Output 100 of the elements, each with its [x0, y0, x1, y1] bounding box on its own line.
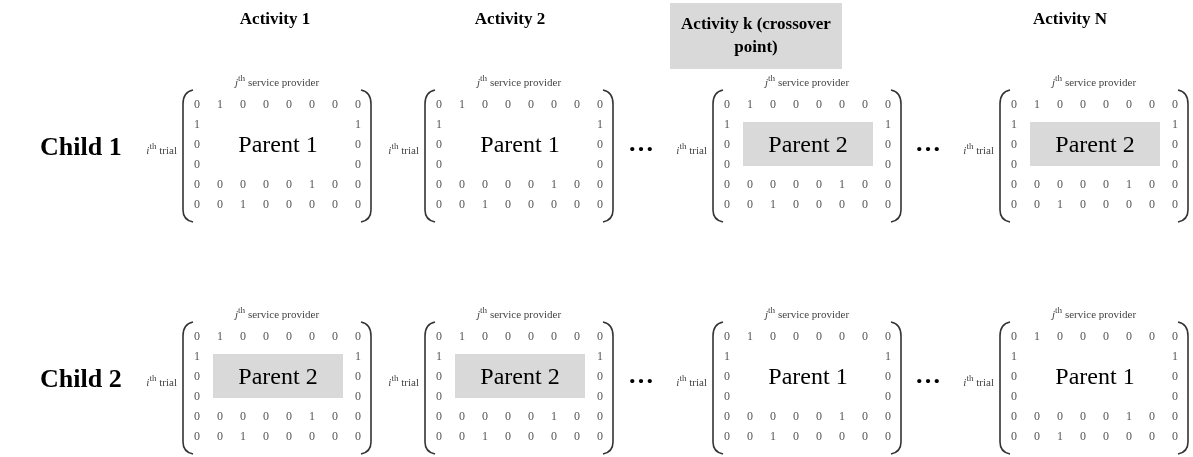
matrix-entry: 0: [1148, 198, 1156, 210]
matrix-entry: 0: [1102, 430, 1110, 442]
matrix-entry: 0: [1010, 178, 1018, 190]
column-axis-label: j$^{th}$ service provider: [1051, 74, 1137, 88]
matrix-entry: 0: [884, 178, 892, 190]
row-axis-label: i$^{th}$ trial: [146, 142, 177, 156]
matrix-entry: 0: [769, 330, 777, 342]
matrix-entry: 0: [262, 178, 270, 190]
matrix-entry: 0: [861, 330, 869, 342]
matrix-entry: 0: [354, 98, 362, 110]
matrix-entry: 1: [216, 98, 224, 110]
matrix-entry: 0: [1010, 98, 1018, 110]
row-axis-label: i$^{th}$ trial: [676, 374, 707, 388]
matrix-entry: 0: [723, 138, 731, 150]
column-heading: Activity 1: [239, 10, 311, 27]
matrix-entry: 0: [239, 330, 247, 342]
matrix-entry: 0: [792, 198, 800, 210]
matrix-entry: 0: [861, 198, 869, 210]
matrix-entry: 1: [1125, 178, 1133, 190]
matrix-entry: 1: [481, 430, 489, 442]
matrix-entry: 0: [1010, 138, 1018, 150]
matrix-entry: 0: [262, 410, 270, 422]
matrix-entry: 0: [239, 98, 247, 110]
matrix-entry: 1: [550, 410, 558, 422]
matrix-entry: 0: [550, 330, 558, 342]
matrix-entry: 0: [308, 98, 316, 110]
matrix-entry: 0: [573, 198, 581, 210]
ellipsis: …: [628, 130, 654, 156]
matrix-entry: 0: [769, 410, 777, 422]
matrix-entry: 1: [838, 178, 846, 190]
matrix-entry: 0: [435, 390, 443, 402]
matrix-entry: 0: [481, 178, 489, 190]
matrix-entry: 0: [331, 430, 339, 442]
matrix-entry: 0: [550, 430, 558, 442]
matrix-entry: 0: [354, 370, 362, 382]
column-axis-label: j$^{th}$ service provider: [476, 306, 562, 320]
matrix-entry: 0: [527, 410, 535, 422]
matrix-entry: 0: [285, 198, 293, 210]
matrix-entry: 0: [838, 98, 846, 110]
matrix-entry: 0: [285, 430, 293, 442]
matrix-entry: 0: [1171, 430, 1179, 442]
matrix-entry: 0: [1079, 430, 1087, 442]
matrix-entry: 0: [723, 178, 731, 190]
matrix-entry: 0: [331, 330, 339, 342]
matrix-entry: 0: [596, 98, 604, 110]
matrix-entry: 0: [769, 98, 777, 110]
matrix-entry: 0: [216, 430, 224, 442]
matrix-entry: 0: [723, 158, 731, 170]
matrix-entry: 0: [1171, 178, 1179, 190]
matrix-entry: 0: [354, 390, 362, 402]
matrix-entry: 0: [308, 430, 316, 442]
matrix-entry: 0: [1171, 390, 1179, 402]
matrix-entry: 0: [573, 410, 581, 422]
matrix-entry: 0: [884, 198, 892, 210]
matrix-entry: 1: [308, 178, 316, 190]
matrix-entry: 1: [1171, 118, 1179, 130]
matrix-entry: 0: [1010, 410, 1018, 422]
matrix-entry: 0: [1102, 410, 1110, 422]
parent-label-box: Parent 2: [455, 354, 585, 398]
matrix-entry: 0: [550, 98, 558, 110]
matrix-entry: 1: [239, 198, 247, 210]
column-axis-label: j$^{th}$ service provider: [476, 74, 562, 88]
matrix-entry: 0: [331, 178, 339, 190]
matrix-entry: 1: [435, 118, 443, 130]
matrix-entry: 0: [861, 98, 869, 110]
matrix-entry: 0: [815, 410, 823, 422]
matrix-entry: 0: [1102, 178, 1110, 190]
matrix-entry: 0: [596, 158, 604, 170]
matrix-entry: 0: [1125, 330, 1133, 342]
matrix-entry: 0: [746, 430, 754, 442]
matrix-entry: 1: [435, 350, 443, 362]
matrix-entry: 0: [193, 138, 201, 150]
matrix-entry: 0: [596, 178, 604, 190]
matrix-entry: 0: [193, 370, 201, 382]
matrix-entry: 0: [504, 178, 512, 190]
matrix-entry: 0: [1010, 370, 1018, 382]
matrix-entry: 0: [596, 330, 604, 342]
matrix-entry: 0: [458, 178, 466, 190]
matrix-entry: 0: [838, 330, 846, 342]
matrix-entry: 0: [354, 178, 362, 190]
matrix-entry: 0: [884, 410, 892, 422]
matrix-entry: 0: [792, 330, 800, 342]
row-axis-label: i$^{th}$ trial: [676, 142, 707, 156]
matrix-entry: 1: [838, 410, 846, 422]
matrix-entry: 0: [331, 410, 339, 422]
matrix-entry: 0: [216, 410, 224, 422]
matrix-entry: 0: [262, 330, 270, 342]
matrix-entry: 0: [1010, 158, 1018, 170]
column-axis-label: j$^{th}$ service provider: [234, 74, 320, 88]
matrix-entry: 0: [262, 98, 270, 110]
matrix-entry: 1: [1010, 350, 1018, 362]
matrix-entry: 0: [527, 330, 535, 342]
row-axis-label: i$^{th}$ trial: [388, 374, 419, 388]
matrix-entry: 0: [1079, 330, 1087, 342]
matrix-entry: 0: [1148, 410, 1156, 422]
matrix-entry: 0: [527, 198, 535, 210]
matrix-entry: 0: [746, 198, 754, 210]
matrix-entry: 0: [1125, 430, 1133, 442]
matrix-entry: 0: [331, 98, 339, 110]
matrix-entry: 0: [285, 98, 293, 110]
